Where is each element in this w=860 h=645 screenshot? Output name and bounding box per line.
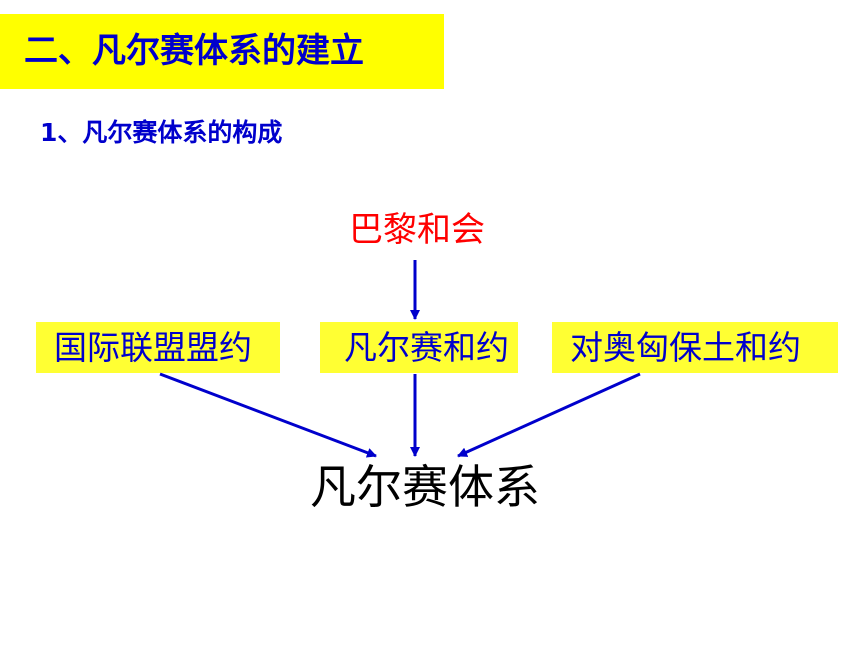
node-treaties-with-austria-hungary-bulgaria-turkey: 对奥匈保土和约 bbox=[552, 322, 838, 373]
section-title-background bbox=[0, 14, 444, 89]
node-versailles-system: 凡尔赛体系 bbox=[310, 460, 540, 514]
section-title: 二、凡尔赛体系的建立 bbox=[24, 31, 364, 71]
arrow-other-treaties-to-system bbox=[457, 372, 641, 458]
node-treaty-of-versailles: 凡尔赛和约 bbox=[320, 322, 518, 373]
node-league-of-nations-covenant: 国际联盟盟约 bbox=[36, 322, 280, 373]
subtitle: 1、凡尔赛体系的构成 bbox=[40, 118, 283, 147]
arrow-league-to-system bbox=[159, 372, 377, 458]
node-paris-peace-conference: 巴黎和会 bbox=[349, 210, 485, 250]
